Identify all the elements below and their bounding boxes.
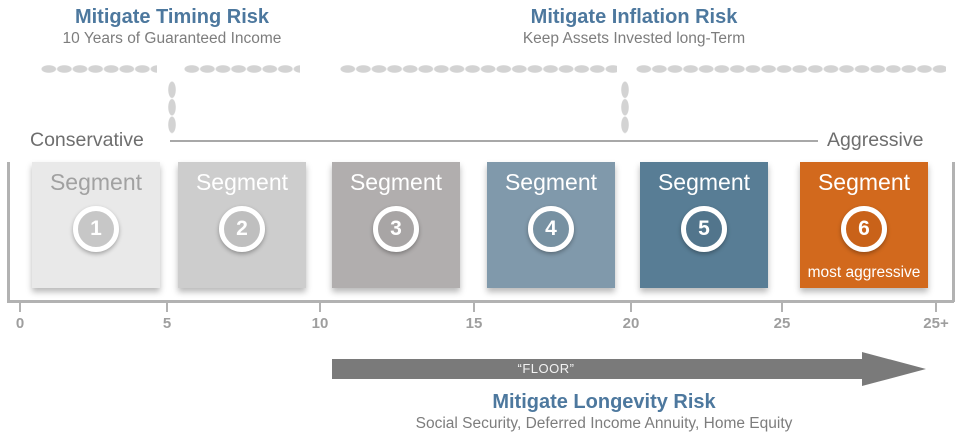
- axis-tick: [630, 302, 632, 312]
- axis-tick: [166, 302, 168, 312]
- dotted-line-segment: [41, 65, 157, 73]
- segment-number: 3: [390, 217, 402, 240]
- axis-tick-label: 5: [162, 315, 172, 332]
- longevity-risk-block: Mitigate Longevity Risk Social Security,…: [404, 390, 804, 433]
- segment-label: Segment: [195, 169, 289, 195]
- segment-label: Segment: [657, 169, 751, 195]
- segment-number-circle: 3: [373, 206, 419, 252]
- timing-risk-subtitle: 10 Years of Guaranteed Income: [62, 30, 282, 47]
- timing-risk-block: Mitigate Timing Risk 10 Years of Guarant…: [2, 5, 342, 48]
- axis-tick: [19, 302, 21, 312]
- segment-box-5: Segment 5: [640, 162, 768, 288]
- segment-number: 6: [858, 217, 870, 240]
- axis-tick: [935, 302, 937, 312]
- axis-tick: [319, 302, 321, 312]
- segment-number-circle: 1: [73, 206, 119, 252]
- segment-number-circle: 6: [841, 206, 887, 252]
- dotted-line-segment: [340, 65, 617, 73]
- axis-right-cap: [952, 162, 955, 302]
- segment-label: Segment: [504, 169, 598, 195]
- axis-tick-label: 15: [465, 315, 483, 332]
- segment-number: 2: [236, 217, 248, 240]
- axis-tick-label: 25: [773, 315, 791, 332]
- conservative-label: Conservative: [30, 129, 144, 151]
- floor-label: “FLOOR”: [517, 361, 575, 376]
- axis-tick-label: 10: [311, 315, 329, 332]
- segment-box-3: Segment 3: [332, 162, 460, 288]
- axis-tick-label: 25+: [923, 315, 949, 332]
- inflation-risk-block: Mitigate Inflation Risk Keep Assets Inve…: [464, 5, 804, 48]
- dotted-drop-line: [168, 81, 176, 134]
- dotted-line-segment: [184, 65, 300, 73]
- axis-tick-label: 20: [622, 315, 640, 332]
- longevity-risk-title: Mitigate Longevity Risk: [492, 391, 716, 413]
- segment-label: Segment: [349, 169, 443, 195]
- dotted-drop-line: [621, 81, 629, 134]
- spectrum-line: [170, 140, 818, 142]
- axis-left-cap: [7, 162, 10, 302]
- most-aggressive-note: most aggressive: [807, 264, 921, 281]
- axis-tick-label: 0: [15, 315, 25, 332]
- dotted-line-segment: [636, 65, 946, 73]
- axis-tick: [781, 302, 783, 312]
- segment-number-circle: 5: [681, 206, 727, 252]
- axis-tick: [473, 302, 475, 312]
- segment-label: Segment: [817, 169, 911, 195]
- segment-box-2: Segment 2: [178, 162, 306, 288]
- segment-box-1: Segment 1: [32, 162, 160, 288]
- longevity-risk-subtitle: Social Security, Deferred Income Annuity…: [415, 415, 793, 432]
- segment-number: 1: [90, 217, 102, 240]
- floor-arrow-head-icon: [862, 352, 926, 386]
- segment-number: 5: [698, 217, 710, 240]
- floor-arrow-body: [332, 359, 863, 379]
- segment-label: Segment: [49, 169, 143, 195]
- segment-number-circle: 4: [528, 206, 574, 252]
- segment-number: 4: [545, 217, 557, 240]
- segment-box-6: Segment 6 most aggressive: [800, 162, 928, 288]
- inflation-risk-title: Mitigate Inflation Risk: [530, 6, 738, 28]
- inflation-risk-subtitle: Keep Assets Invested long-Term: [522, 30, 746, 47]
- segment-number-circle: 2: [219, 206, 265, 252]
- axis-line: [7, 300, 954, 303]
- aggressive-label: Aggressive: [827, 129, 924, 151]
- segment-box-4: Segment 4: [487, 162, 615, 288]
- timing-risk-title: Mitigate Timing Risk: [74, 6, 270, 28]
